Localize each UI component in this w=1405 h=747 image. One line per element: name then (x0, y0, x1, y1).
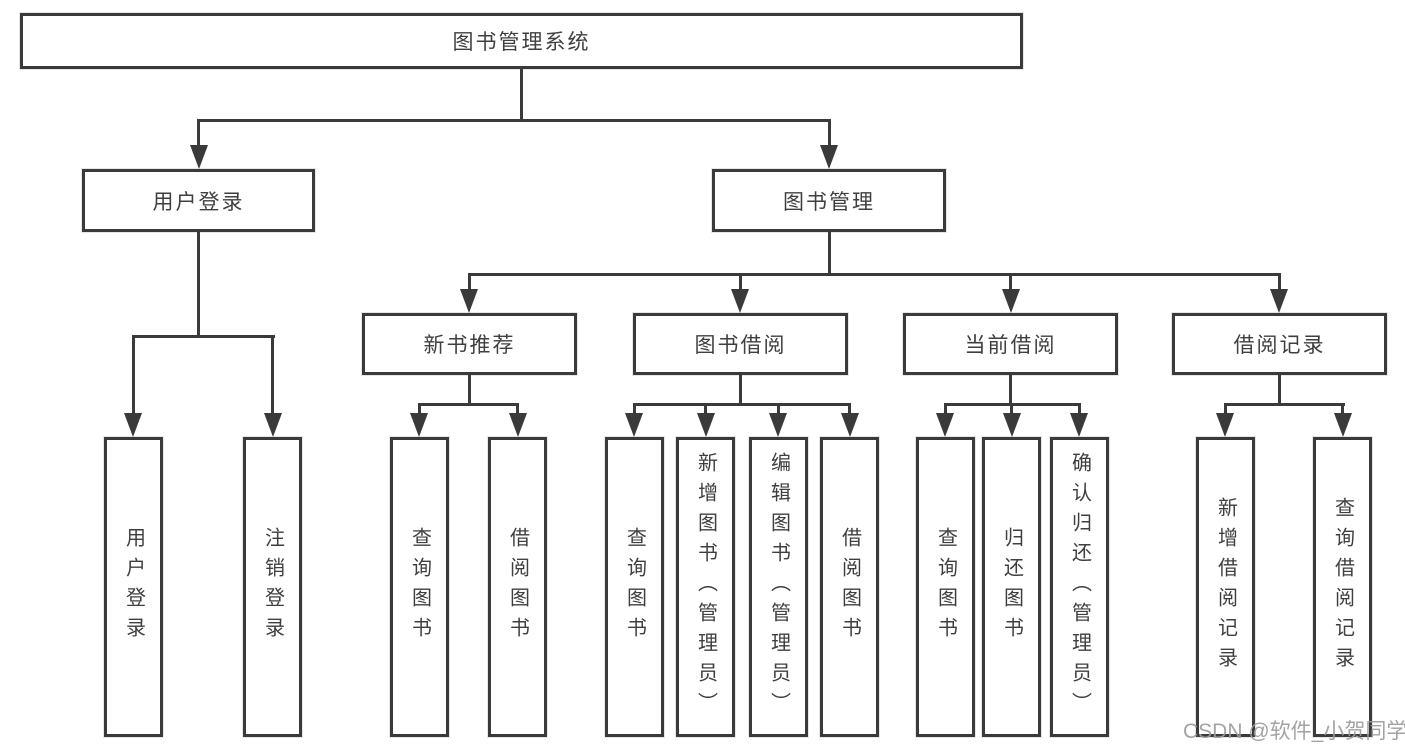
connector-book-mgmt-down (828, 230, 831, 273)
node-library-management-system: 图书管理系统 (20, 13, 1023, 69)
connector-user-login-down (197, 230, 200, 335)
connector-leaf-stem (1341, 403, 1344, 416)
connector-user-login-bus (132, 335, 275, 338)
node-label: 注销登录 (261, 527, 284, 647)
node-label: 编辑图书（管理员） (767, 452, 790, 722)
connector-leaf-stem (1224, 403, 1227, 416)
connector-leaf-stem (777, 403, 780, 416)
connector-group-down (739, 373, 742, 403)
leaf-query-books-borrowing: 查询图书 (605, 437, 664, 737)
arrow-down-icon (460, 289, 478, 313)
connector-group-bus (633, 403, 851, 406)
connector-group-down (1009, 373, 1012, 403)
node-label: 查询图书 (623, 527, 646, 647)
leaf-query-borrow-record: 查询借阅记录 (1313, 437, 1372, 737)
connector-leaf-stem (271, 335, 274, 416)
arrow-down-icon (509, 413, 527, 437)
arrow-down-icon (697, 413, 715, 437)
connector-leaf-stem (1010, 403, 1013, 416)
node-user-login: 用户登录 (82, 169, 315, 232)
watermark-text: CSDN @软件_小贺同学 (1183, 720, 1405, 743)
connector-leaf-stem (1078, 403, 1081, 416)
arrow-down-icon (1334, 413, 1352, 437)
arrow-down-icon (190, 145, 208, 169)
connector-leaf-stem (633, 403, 636, 416)
connector-group-bus (1224, 403, 1345, 406)
connector-leaf-stem (944, 403, 947, 416)
node-current-borrowing: 当前借阅 (903, 313, 1118, 375)
leaf-query-books-current: 查询图书 (916, 437, 975, 737)
arrow-down-icon (936, 413, 954, 437)
leaf-borrow-books-recommend: 借阅图书 (488, 437, 547, 737)
arrow-down-icon (124, 413, 142, 437)
connector-group-down (468, 373, 471, 403)
node-label: 确认归还（管理员） (1068, 452, 1091, 722)
arrow-down-icon (1003, 413, 1021, 437)
node-label: 查询图书 (934, 527, 957, 647)
node-label: 查询图书 (408, 527, 431, 647)
arrow-down-icon (410, 413, 428, 437)
node-label: 当前借阅 (964, 334, 1057, 357)
arrow-down-icon (1070, 413, 1088, 437)
connector-group-bus (418, 403, 519, 406)
arrow-down-icon (1002, 289, 1020, 313)
node-label: 新增图书（管理员） (694, 452, 717, 722)
connector-root-stem (520, 66, 523, 122)
connector-root-bus (197, 119, 831, 122)
arrow-down-icon (1270, 289, 1288, 313)
connector-group-down (1278, 373, 1281, 403)
leaf-return-books: 归还图书 (982, 437, 1041, 737)
node-label: 借阅图书 (838, 527, 861, 647)
connector-leaf-stem (132, 335, 135, 416)
node-label: 图书借阅 (694, 334, 787, 357)
node-label: 新增借阅记录 (1214, 497, 1237, 677)
arrow-down-icon (769, 413, 787, 437)
node-book-borrowing: 图书借阅 (633, 313, 848, 375)
node-label: 查询借阅记录 (1331, 497, 1354, 677)
connector-leaf-stem (848, 403, 851, 416)
node-label: 借阅记录 (1233, 334, 1326, 357)
connector-leaf-stem (704, 403, 707, 416)
connector-l3-stem (468, 273, 471, 292)
node-new-book-recommendation: 新书推荐 (362, 313, 577, 375)
leaf-query-books-recommend: 查询图书 (390, 437, 449, 737)
connector-book-mgmt-bus (468, 273, 1281, 276)
node-label: 借阅图书 (506, 527, 529, 647)
leaf-borrow-books-borrowing: 借阅图书 (820, 437, 879, 737)
connector-book-mgmt-stem (828, 119, 831, 148)
arrow-down-icon (731, 289, 749, 313)
node-label: 归还图书 (1000, 527, 1023, 647)
connector-l3-stem (739, 273, 742, 292)
leaf-logout: 注销登录 (243, 437, 302, 737)
connector-leaf-stem (516, 403, 519, 416)
leaf-add-borrow-record: 新增借阅记录 (1196, 437, 1255, 737)
node-label: 新书推荐 (423, 334, 516, 357)
node-label: 图书管理 (783, 190, 875, 214)
node-borrowing-records: 借阅记录 (1172, 313, 1387, 375)
arrow-down-icon (1216, 413, 1234, 437)
connector-l3-stem (1278, 273, 1281, 292)
node-book-management: 图书管理 (712, 169, 946, 232)
leaf-user-login: 用户登录 (104, 437, 163, 737)
node-label: 图书管理系统 (452, 31, 591, 54)
leaf-edit-books-admin: 编辑图书（管理员） (749, 437, 808, 737)
leaf-confirm-return-admin: 确认归还（管理员） (1050, 437, 1109, 737)
connector-l3-stem (1009, 273, 1012, 292)
arrow-down-icon (820, 145, 838, 169)
arrow-down-icon (841, 413, 859, 437)
connector-leaf-stem (418, 403, 421, 416)
node-label: 用户登录 (122, 527, 145, 647)
arrow-down-icon (625, 413, 643, 437)
leaf-add-books-admin: 新增图书（管理员） (676, 437, 735, 737)
arrow-down-icon (264, 413, 282, 437)
node-label: 用户登录 (152, 190, 245, 214)
connector-user-login-stem (197, 119, 200, 148)
